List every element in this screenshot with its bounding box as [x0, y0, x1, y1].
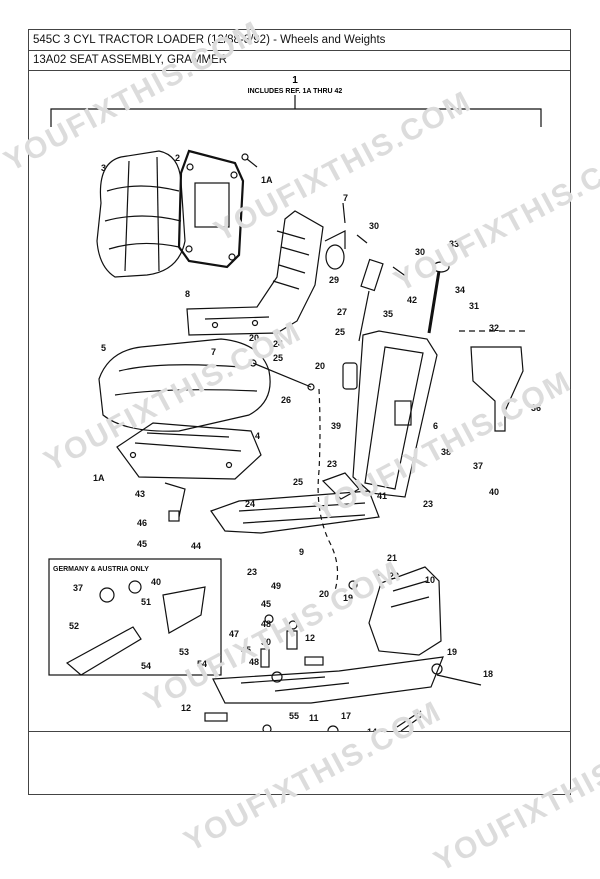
callout-2: 2	[175, 153, 180, 163]
callout-7-top: 7	[343, 193, 348, 203]
callout-4: 4	[255, 431, 260, 441]
exploded-parts-diagram: 1 INCLUDES REF. 1A THRU 42	[48, 75, 542, 731]
callout-12b: 12	[181, 703, 191, 713]
inset-title: GERMANY & AUSTRIA ONLY	[53, 566, 149, 573]
callout-31: 31	[469, 301, 479, 311]
callout-27: 27	[337, 307, 347, 317]
callout-5: 5	[101, 343, 106, 353]
callout-24b: 24	[245, 499, 255, 509]
part-drawings	[48, 149, 529, 731]
callout-25b: 25	[273, 353, 283, 363]
callout-30b: 30	[415, 247, 425, 257]
top-callout: 1	[292, 75, 298, 86]
callout-40-inset: 40	[151, 577, 161, 587]
callout-37: 37	[473, 461, 483, 471]
callout-38: 38	[441, 447, 451, 457]
callout-11: 11	[309, 713, 319, 723]
callout-30a: 30	[369, 221, 379, 231]
callout-3: 3	[101, 163, 106, 173]
callout-14: 14	[367, 727, 377, 731]
includes-bracket	[50, 108, 542, 127]
callout-44: 44	[191, 541, 201, 551]
callout-45: 45	[137, 539, 147, 549]
callout-36: 36	[531, 403, 541, 413]
callout-6: 6	[433, 421, 438, 431]
callout-25c: 25	[293, 477, 303, 487]
callout-19a: 19	[343, 593, 353, 603]
callout-32: 32	[489, 323, 499, 333]
callout-25a: 25	[335, 327, 345, 337]
callout-51: 51	[141, 597, 151, 607]
callout-54a: 54	[141, 661, 151, 671]
callout-40: 40	[489, 487, 499, 497]
callout-20a: 20	[249, 333, 259, 343]
callout-23a: 23	[327, 459, 337, 469]
callout-34: 34	[455, 285, 465, 295]
callout-22: 22	[389, 571, 399, 581]
callout-45c: 45	[241, 645, 251, 655]
section-title: 13A02 SEAT ASSEMBLY, GRAMMER	[29, 51, 570, 71]
top-note: INCLUDES REF. 1A THRU 42	[248, 88, 343, 95]
callout-41: 41	[377, 491, 387, 501]
callout-7-mid: 7	[211, 347, 216, 357]
callout-55: 55	[289, 711, 299, 721]
callout-23b: 23	[423, 499, 433, 509]
callout-19b: 19	[447, 647, 457, 657]
callout-42: 42	[407, 295, 417, 305]
callout-18: 18	[483, 669, 493, 679]
footer-divider	[29, 731, 570, 732]
callout-48b: 48	[249, 657, 259, 667]
callout-9: 9	[299, 547, 304, 557]
callout-29: 29	[329, 275, 339, 285]
callout-49: 49	[271, 581, 281, 591]
callout-48a: 48	[261, 619, 271, 629]
page-title: 545C 3 CYL TRACTOR LOADER (12/88-8/92) -…	[29, 30, 570, 51]
callout-labels: 1A 2 3 7 30 30 33 29 8 27 42 34 31 35 32…	[53, 153, 541, 731]
callout-33: 33	[449, 239, 459, 249]
callout-47: 47	[229, 629, 239, 639]
callout-46: 46	[137, 518, 147, 528]
callout-12a: 12	[305, 633, 315, 643]
callout-8: 8	[185, 289, 190, 299]
callout-1a-low: 1A	[93, 473, 105, 483]
callout-53: 53	[179, 647, 189, 657]
parts-page-frame: 545C 3 CYL TRACTOR LOADER (12/88-8/92) -…	[28, 29, 571, 795]
callout-43: 43	[135, 489, 145, 499]
callout-17: 17	[341, 711, 351, 721]
callout-24a: 24	[273, 339, 283, 349]
callout-1a-top: 1A	[261, 175, 273, 185]
callout-26: 26	[281, 395, 291, 405]
callout-21: 21	[387, 553, 397, 563]
callout-23c: 23	[247, 567, 257, 577]
callout-52: 52	[69, 621, 79, 631]
callout-45b: 45	[261, 599, 271, 609]
callout-39: 39	[331, 421, 341, 431]
callout-10: 10	[425, 575, 435, 585]
callout-20c: 20	[319, 589, 329, 599]
callout-37-inset: 37	[73, 583, 83, 593]
callout-20b: 20	[315, 361, 325, 371]
callout-35: 35	[383, 309, 393, 319]
callout-50: 50	[261, 637, 271, 647]
callout-54b: 54	[197, 659, 207, 669]
